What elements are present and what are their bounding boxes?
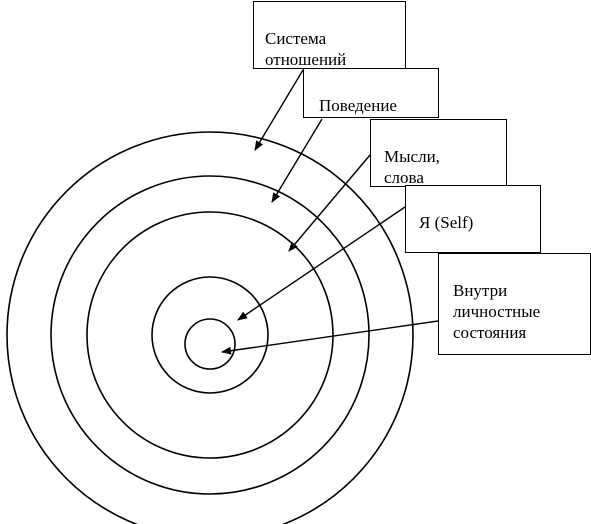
circle-behavior	[50, 175, 370, 495]
circle-thoughts	[86, 211, 334, 459]
label-box-system: Система отношений	[253, 1, 406, 69]
arrow-self	[237, 206, 406, 321]
arrow-system	[254, 69, 304, 151]
label-box-self: Я (Self)	[405, 185, 541, 253]
label-inner-text: Внутри личностные состояния	[453, 281, 541, 342]
label-box-inner: Внутри личностные состояния	[438, 253, 591, 355]
arrow-behavior	[271, 118, 323, 203]
label-system-text: Система отношений	[265, 29, 347, 69]
arrow-thoughts	[288, 154, 371, 252]
label-box-behavior: Поведение	[303, 68, 439, 118]
arrow-inner	[221, 320, 439, 355]
circle-system	[6, 131, 414, 524]
label-thoughts-text: Мысли, слова	[384, 147, 440, 187]
circle-self	[151, 276, 269, 394]
label-behavior-text: Поведение	[319, 96, 397, 115]
label-self-text: Я (Self)	[419, 213, 474, 232]
circle-inner	[184, 318, 236, 370]
label-box-thoughts: Мысли, слова	[370, 119, 507, 187]
